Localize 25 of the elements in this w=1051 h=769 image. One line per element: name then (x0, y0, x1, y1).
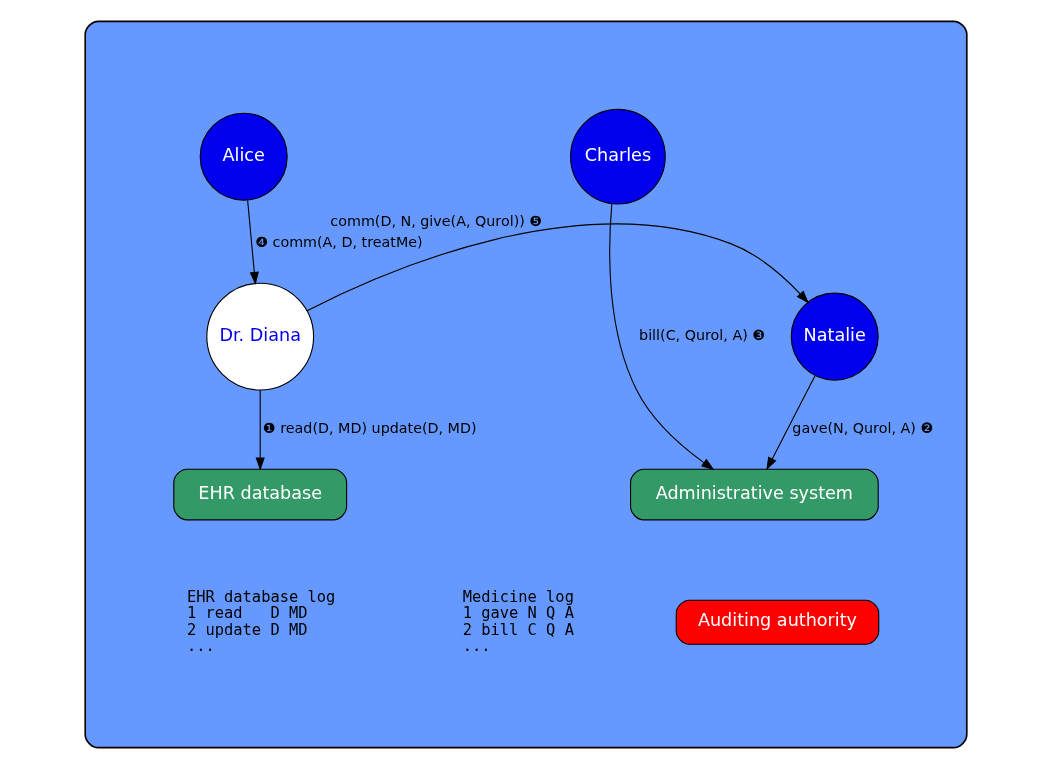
node-box: EHR database (172, 468, 347, 521)
cluster (83, 20, 968, 749)
label: 2 bill C Q A (462, 620, 574, 639)
node-circle: Dr. Diana (205, 282, 314, 391)
label: 2 update D MD (186, 620, 307, 639)
label: EHR database log (186, 587, 335, 606)
node-circle: Alice (199, 112, 288, 201)
label: ... (462, 637, 491, 656)
arrow (306, 223, 809, 312)
edge-label: ❶ read(D, MD) update(D, MD) (262, 420, 477, 437)
label: 1 read D MD (186, 604, 307, 623)
node-circle: Charles (569, 108, 666, 205)
node-box: Auditing authority (675, 599, 879, 645)
edge-label: gave(N, Qurol, A) ❷ (791, 420, 933, 437)
edge-label: bill(C, Qurol, A) ❸ (638, 327, 765, 344)
edge-label: ❹ comm(A, D, treatMe) (254, 234, 423, 251)
arrow (255, 389, 265, 471)
node-box: Administrative system (629, 468, 879, 521)
label: ... (186, 637, 215, 656)
arrow (246, 199, 259, 286)
arrow (608, 203, 714, 471)
arrow (765, 375, 816, 471)
label: Medicine log (462, 587, 574, 606)
edge-label: comm(D, N, give(A, Qurol)) ❺ (329, 212, 542, 229)
label: 1 gave N Q A (462, 604, 574, 623)
